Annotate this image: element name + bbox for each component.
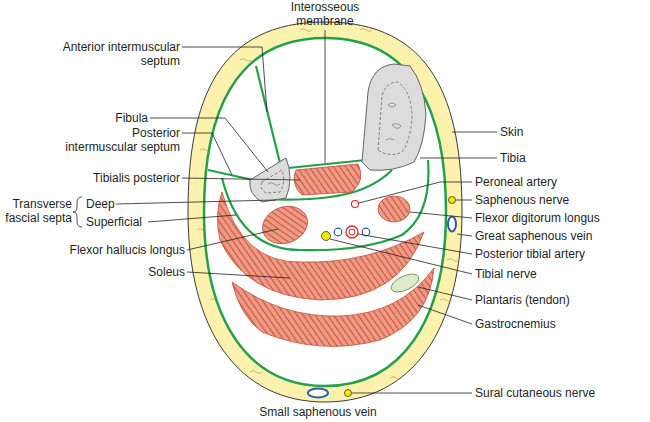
venae-comitantes [334, 228, 342, 236]
skin [188, 22, 462, 402]
part-label: Tibial nerve [475, 267, 647, 281]
anterior-septum [256, 66, 280, 163]
part-label: Posterior intermuscular septum [60, 126, 180, 154]
leader-line [358, 234, 472, 254]
tibial-nerve [322, 232, 331, 241]
leader-line [352, 393, 472, 394]
leader-line [456, 200, 472, 201]
leaders [73, 30, 497, 393]
part-label: Tibia [500, 151, 640, 165]
part-label: Peroneal artery [475, 175, 647, 189]
brace [73, 197, 82, 227]
part-label: Fibula [68, 111, 148, 125]
flexor-digitorum-longus [378, 196, 410, 222]
leader-line [418, 287, 472, 300]
part-label: Saphenous nerve [475, 193, 647, 207]
posterior-tibial-artery [346, 226, 358, 238]
part-label: Plantaris (tendon) [475, 293, 647, 307]
bone-texture [386, 103, 401, 140]
small-saphenous-vein [308, 389, 328, 398]
part-label: Skin [500, 125, 640, 139]
leader-line [359, 182, 472, 203]
part-label: Tibialis posterior [30, 171, 180, 185]
leader-line [410, 212, 472, 218]
fat-mark [300, 29, 312, 32]
part-label: Deep [86, 197, 146, 211]
leader-line [182, 178, 300, 180]
part-label: Sural cutaneous nerve [475, 386, 647, 400]
leader-line [182, 133, 232, 175]
leader-line [187, 229, 278, 250]
leader-line [420, 158, 497, 159]
fat-mark [240, 59, 252, 62]
leader-line [418, 305, 472, 324]
leader-line [330, 239, 472, 274]
part-label: Flexor hallucis longus [15, 243, 185, 257]
leader-line [116, 200, 276, 204]
leader-line [325, 30, 326, 163]
fat-mark [250, 371, 262, 374]
leader-line [452, 132, 497, 133]
part-label: Posterior tibial artery [475, 247, 647, 261]
posterior-tibial-artery-lumen [349, 229, 355, 235]
part-label: Gastrocnemius [475, 317, 647, 331]
plantaris-tendon [388, 270, 421, 295]
part-label: Transverse fascial septa [0, 197, 72, 225]
gastrocnemius [232, 268, 434, 346]
sural-nerve [345, 390, 352, 397]
part-label: Small saphenous vein [233, 405, 403, 419]
tibia-marrow [378, 82, 412, 155]
tibia [362, 64, 426, 170]
fat-mark [360, 29, 372, 32]
part-label: Superficial [86, 215, 176, 229]
leader-line [187, 272, 290, 278]
part-label: Great saphenous vein [475, 229, 647, 243]
bone-mark [388, 103, 396, 107]
fibula-marrow [261, 170, 284, 193]
fat-mark [440, 299, 452, 302]
part-label: Flexor digitorum longus [475, 211, 647, 225]
fat-mark [447, 259, 459, 262]
fat-mark [390, 377, 402, 380]
bone-mark [392, 124, 401, 129]
saphenous-nerve [449, 197, 456, 204]
part-label: Interosseous membrane [280, 0, 370, 28]
leader-line [182, 47, 267, 112]
leader-line [148, 215, 236, 222]
part-label: Soleus [85, 265, 185, 279]
superficial-transverse-septum [222, 160, 428, 250]
flexor-hallucis-longus [257, 200, 313, 250]
bone-mark [268, 183, 280, 186]
great-saphenous-vein [448, 217, 456, 232]
part-label: Anterior intermuscular septum [60, 40, 180, 68]
leader-line [457, 234, 472, 236]
peroneal-artery [352, 201, 359, 208]
soleus [217, 192, 424, 300]
tibialis-posterior [294, 164, 361, 195]
bone-mark [386, 139, 394, 141]
